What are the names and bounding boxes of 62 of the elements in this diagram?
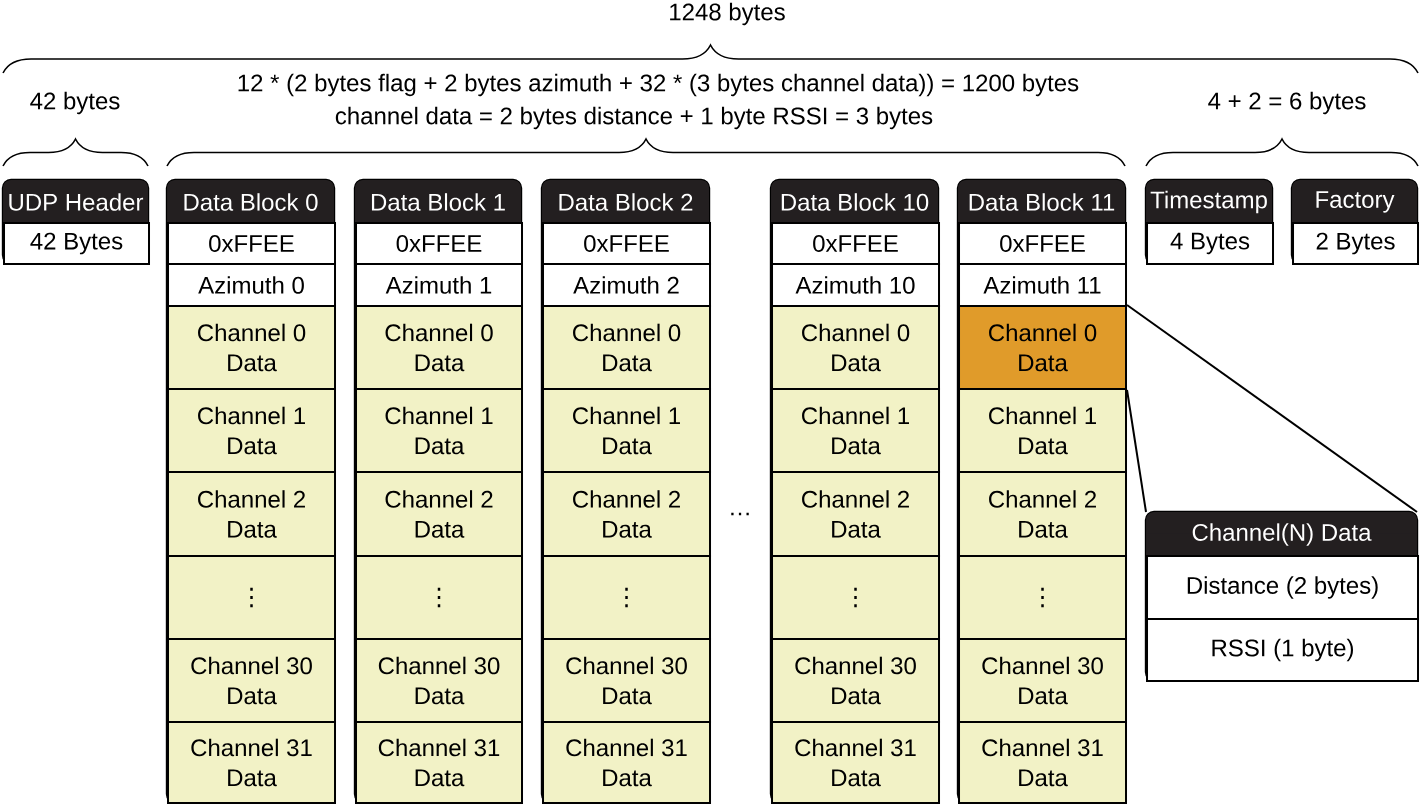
table-cell: 2 Bytes [1292,222,1419,265]
table-header: Data Block 11 [958,180,1125,222]
table-cell: Azimuth 0 [167,263,336,307]
table-cell: Channel 0 Data [542,305,711,390]
table-cell: Channel 1 Data [355,388,523,473]
size-label: 1248 bytes [670,2,785,26]
size-label: 12 * (2 bytes flag + 2 bytes azimuth + 32 * (3 bytes channel data)) = 1200 bytes [238,73,1079,97]
table-cell: 0xFFEE [958,222,1127,265]
table-cell: Channel 31 Data [542,721,711,804]
size-label: 4 + 2 = 6 bytes [1208,91,1366,115]
table-cell: Channel 2 Data [167,471,336,557]
table-header: Data Block 1 [355,180,521,222]
table-cell: ⋮ [771,555,940,640]
table-cell: Channel 0 Data [167,305,336,390]
table-cell: Channel 0 Data [771,305,940,390]
table-cell: 0xFFEE [167,222,336,265]
table-cell: Distance (2 bytes) [1146,555,1419,620]
table-cell: Azimuth 10 [771,263,940,307]
table-cell: Azimuth 2 [542,263,711,307]
table-header: Data Block 2 [542,180,709,222]
table-cell: Channel 2 Data [958,471,1127,557]
table-cell: RSSI (1 byte) [1146,618,1419,682]
table-header: Timestamp [1146,180,1272,222]
table-cell: Channel 31 Data [355,721,523,804]
table-cell: Channel 30 Data [771,638,940,723]
table-cell: Channel 31 Data [167,721,336,804]
table-cell: Channel 31 Data [958,721,1127,804]
table-cell: ⋮ [958,555,1127,640]
zoom-line [1126,389,1147,513]
table-header: Data Block 10 [771,180,938,222]
table-cell: Channel 2 Data [355,471,523,557]
table-cell: Azimuth 1 [355,263,523,307]
table-cell: ⋮ [355,555,523,640]
table-header: UDP Header [3,180,148,222]
table-cell: Channel 30 Data [167,638,336,723]
table-cell: 0xFFEE [355,222,523,265]
table-cell: Channel 1 Data [542,388,711,473]
size-label: 42 bytes [30,91,120,115]
table-cell: ⋮ [167,555,336,640]
table-cell: 0xFFEE [542,222,711,265]
table-header: Data Block 0 [167,180,334,222]
table-cell: 0xFFEE [771,222,940,265]
table-cell: Channel 30 Data [542,638,711,723]
table-cell: Channel 2 Data [542,471,711,557]
table-header: Factory [1292,180,1417,222]
table-cell: ⋮ [542,555,711,640]
zoom-line [1126,304,1418,513]
table-cell: Channel 30 Data [958,638,1127,723]
table-cell: 4 Bytes [1146,222,1274,265]
table-cell: Azimuth 11 [958,263,1127,307]
table-cell: Channel 31 Data [771,721,940,804]
table-cell: Channel 0 Data [958,305,1127,390]
table-cell: Channel 1 Data [167,388,336,473]
table-cell: Channel 1 Data [771,388,940,473]
table-cell: Channel 30 Data [355,638,523,723]
table-cell: Channel 0 Data [355,305,523,390]
size-label: channel data = 2 bytes distance + 1 byte RSSI = 3 bytes [335,106,933,130]
table-cell: Channel 1 Data [958,388,1127,473]
ellipsis: … [731,512,749,516]
table-cell: Channel 2 Data [771,471,940,557]
table-header: Channel(N) Data [1146,512,1417,555]
table-cell: 42 Bytes [3,222,150,265]
